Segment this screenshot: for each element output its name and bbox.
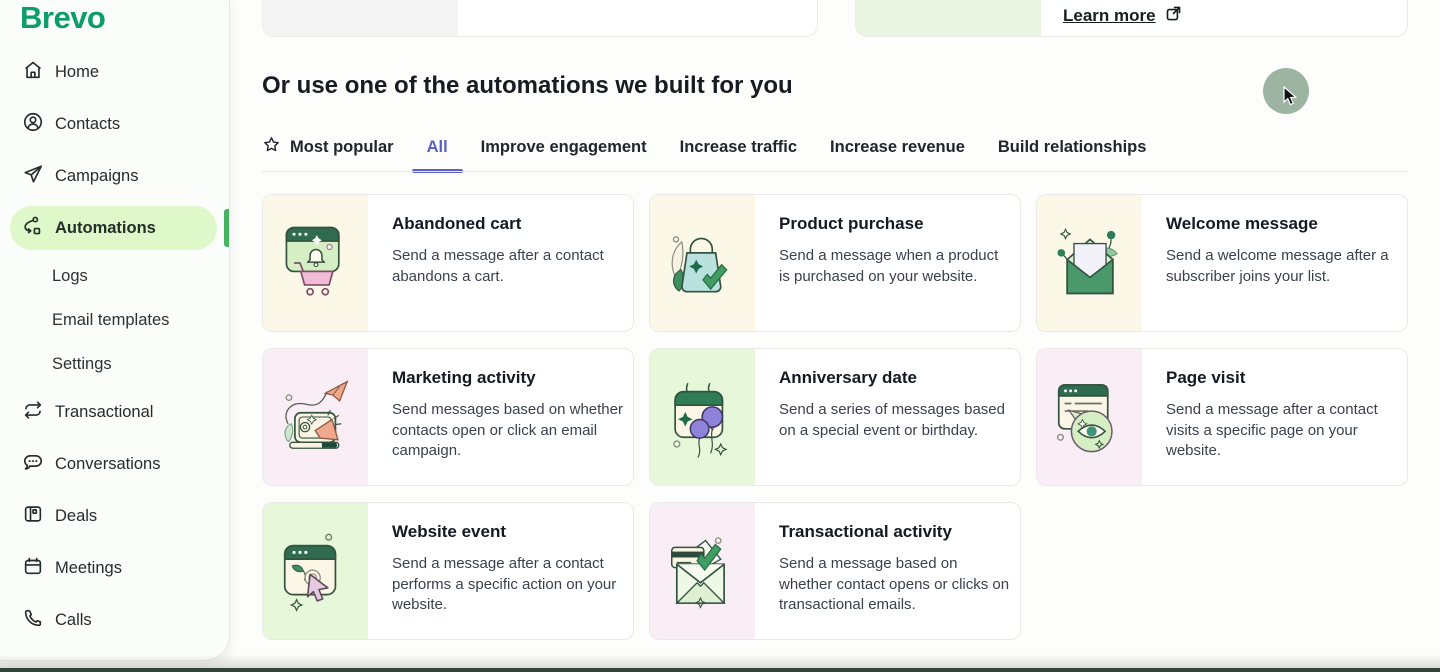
bottom-shadow xyxy=(0,654,1440,668)
calls-icon xyxy=(22,607,44,634)
meetings-icon xyxy=(22,555,44,582)
sidebar-item-logs[interactable]: Logs xyxy=(0,254,229,298)
automation-card-product-purchase[interactable]: Product purchase Send a message when a p… xyxy=(649,194,1021,332)
category-tabs: Most popular All Improve engagement Incr… xyxy=(262,133,1147,173)
page-title: Or use one of the automations we built f… xyxy=(262,72,793,99)
card-description: Send messages based on whether contacts … xyxy=(392,401,623,460)
sidebar-nav: Home Contacts Campaigns Automations Logs… xyxy=(0,46,229,646)
sidebar-item-label: Meetings xyxy=(55,558,122,577)
tab-label: All xyxy=(426,137,448,156)
card-title: Marketing activity xyxy=(392,368,536,387)
sidebar-item-settings[interactable]: Settings xyxy=(0,342,229,386)
sidebar: Brevo Home Contacts Campaigns Automation… xyxy=(0,0,230,661)
sidebar-item-label: Logs xyxy=(52,266,88,285)
card-description: Send a message after a contact abandons … xyxy=(392,247,604,285)
sidebar-item-label: Deals xyxy=(55,506,98,525)
sidebar-item-label: Email templates xyxy=(52,310,170,329)
cursor-highlight xyxy=(1263,68,1309,114)
sidebar-item-label: Contacts xyxy=(55,114,121,133)
tab-label: Build relationships xyxy=(997,137,1147,156)
sidebar-item-label: Settings xyxy=(52,354,112,373)
card-title: Anniversary date xyxy=(779,368,917,387)
anniversary-date-illustration xyxy=(650,349,755,485)
sidebar-item-conversations[interactable]: Conversations xyxy=(0,438,229,490)
create-custom-automation-card[interactable] xyxy=(262,0,818,37)
sidebar-item-label: Conversations xyxy=(55,454,161,473)
marketing-activity-illustration xyxy=(263,349,368,485)
automation-card-anniversary-date[interactable]: Anniversary date Send a series of messag… xyxy=(649,348,1021,486)
sidebar-item-label: Transactional xyxy=(55,402,154,421)
automation-card-abandoned-cart[interactable]: Abandoned cart Send a message after a co… xyxy=(262,194,634,332)
tab-label: Most popular xyxy=(290,137,394,156)
brevo-logo[interactable]: Brevo xyxy=(20,0,106,35)
learn-more-label: Learn more xyxy=(1063,6,1156,25)
automation-card-marketing-activity[interactable]: Marketing activity Send messages based o… xyxy=(262,348,634,486)
card-title: Transactional activity xyxy=(779,522,952,541)
tab-label: Increase revenue xyxy=(830,137,965,156)
automations-icon xyxy=(22,215,44,242)
card-title: Website event xyxy=(392,522,507,541)
prebuilt-automation-thumbnail xyxy=(856,0,1041,36)
learn-more-link[interactable]: Learn more xyxy=(1063,5,1182,27)
tab-all[interactable]: All xyxy=(411,133,463,173)
card-description: Send a series of messages based on a spe… xyxy=(779,401,1005,439)
sidebar-item-meetings[interactable]: Meetings xyxy=(0,542,229,594)
card-title: Welcome message xyxy=(1166,214,1318,233)
tab-improve-engagement[interactable]: Improve engagement xyxy=(481,133,647,161)
tab-most-popular[interactable]: Most popular xyxy=(262,133,394,161)
sidebar-item-calls[interactable]: Calls xyxy=(0,594,229,646)
abandoned-cart-illustration xyxy=(263,195,368,331)
custom-automation-thumbnail xyxy=(263,0,458,36)
page-visit-illustration xyxy=(1037,349,1142,485)
campaigns-icon xyxy=(22,163,44,190)
card-title: Abandoned cart xyxy=(392,214,522,233)
website-event-illustration xyxy=(263,503,368,639)
tabs-divider xyxy=(262,171,1408,172)
card-description: Send a message after a contact visits a … xyxy=(1166,401,1378,460)
tab-increase-revenue[interactable]: Increase revenue xyxy=(830,133,965,161)
transactional-activity-illustration xyxy=(650,503,755,639)
bottom-edge-bar xyxy=(0,668,1440,672)
card-description: Send a message based on whether contact … xyxy=(779,555,1010,614)
active-nav-accent-bar xyxy=(224,209,229,247)
automation-cards-grid: Abandoned cart Send a message after a co… xyxy=(262,194,1408,640)
tab-build-relationships[interactable]: Build relationships xyxy=(998,133,1147,161)
card-title: Page visit xyxy=(1166,368,1246,387)
card-description: Send a welcome message after a subscribe… xyxy=(1166,247,1389,285)
card-description: Send a message after a contact performs … xyxy=(392,555,617,614)
product-purchase-illustration xyxy=(650,195,755,331)
automation-card-website-event[interactable]: Website event Send a message after a con… xyxy=(262,502,634,640)
sidebar-item-campaigns[interactable]: Campaigns xyxy=(0,150,229,202)
conversations-icon xyxy=(22,451,44,478)
sidebar-item-home[interactable]: Home xyxy=(0,46,229,98)
sidebar-item-contacts[interactable]: Contacts xyxy=(0,98,229,150)
active-nav-pill: Automations xyxy=(10,206,217,250)
prebuilt-automation-card[interactable]: Learn more xyxy=(855,0,1408,37)
sidebar-item-label: Campaigns xyxy=(55,166,139,185)
automation-card-page-visit[interactable]: Page visit Send a message after a contac… xyxy=(1036,348,1408,486)
sidebar-item-automations[interactable]: Automations xyxy=(0,202,229,254)
automation-card-welcome-message[interactable]: Welcome message Send a welcome message a… xyxy=(1036,194,1408,332)
automation-card-transactional-activity[interactable]: Transactional activity Send a message ba… xyxy=(649,502,1021,640)
mouse-cursor-icon xyxy=(1283,86,1298,106)
sidebar-item-deals[interactable]: Deals xyxy=(0,490,229,542)
star-icon xyxy=(262,135,281,159)
external-link-icon xyxy=(1165,5,1182,27)
sidebar-item-label: Home xyxy=(55,62,100,81)
deals-icon xyxy=(22,503,44,530)
tab-label: Improve engagement xyxy=(480,137,647,156)
sidebar-item-email-templates[interactable]: Email templates xyxy=(0,298,229,342)
home-icon xyxy=(22,59,44,86)
card-description: Send a message when a product is purchas… xyxy=(779,247,999,285)
welcome-message-illustration xyxy=(1037,195,1142,331)
tab-increase-traffic[interactable]: Increase traffic xyxy=(680,133,797,161)
card-title: Product purchase xyxy=(779,214,924,233)
sidebar-item-label: Calls xyxy=(55,610,92,629)
tab-label: Increase traffic xyxy=(679,137,798,156)
main-content: Learn more Or use one of the automations… xyxy=(230,0,1440,672)
transactional-icon xyxy=(22,399,44,426)
contacts-icon xyxy=(22,111,44,138)
sidebar-item-transactional[interactable]: Transactional xyxy=(0,386,229,438)
sidebar-item-label: Automations xyxy=(55,218,156,237)
